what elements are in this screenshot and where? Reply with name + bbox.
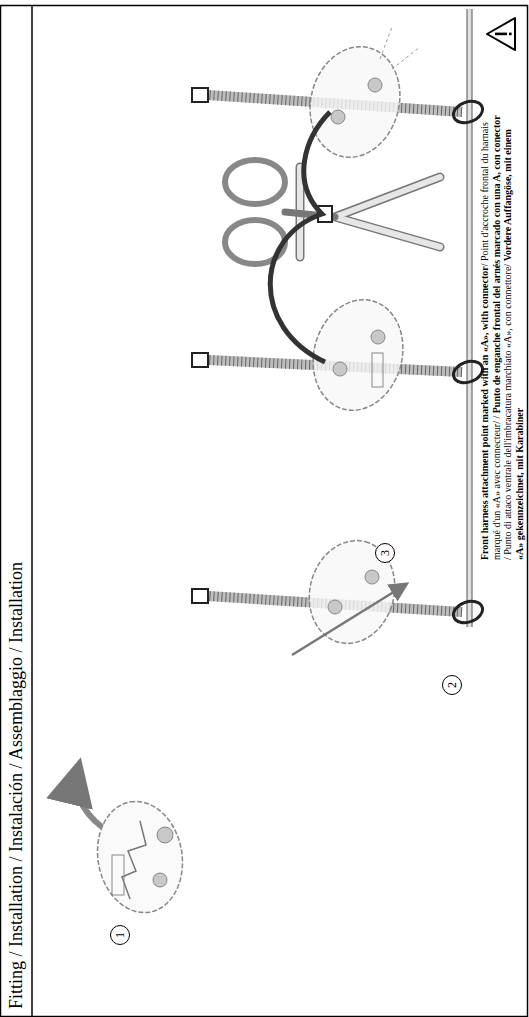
harness (225, 160, 440, 264)
caption-note: Front harness attachment point marked wi… (479, 112, 525, 560)
frame (1, 6, 528, 1017)
note-text: / Punto di attaco ventrale dell'imbracat… (502, 264, 513, 560)
diagram-title: Fitting / Installation / Instalación / A… (5, 562, 27, 1009)
callout-number: 2 (442, 675, 462, 695)
device-open (76, 769, 191, 919)
title-rule (31, 5, 33, 1017)
lanyard-straps (192, 88, 462, 612)
callout-number: 1 (110, 925, 130, 945)
warning-symbol (487, 18, 515, 50)
callout-number: 3 (375, 543, 395, 563)
note-text: Front harness attachment point marked wi… (479, 264, 490, 560)
fall-arrest-devices (292, 27, 420, 655)
connecting-lanyard (270, 112, 330, 362)
step-circles (111, 544, 462, 945)
note-text: / Punto de enganche frontal del arnés ma… (491, 115, 502, 418)
